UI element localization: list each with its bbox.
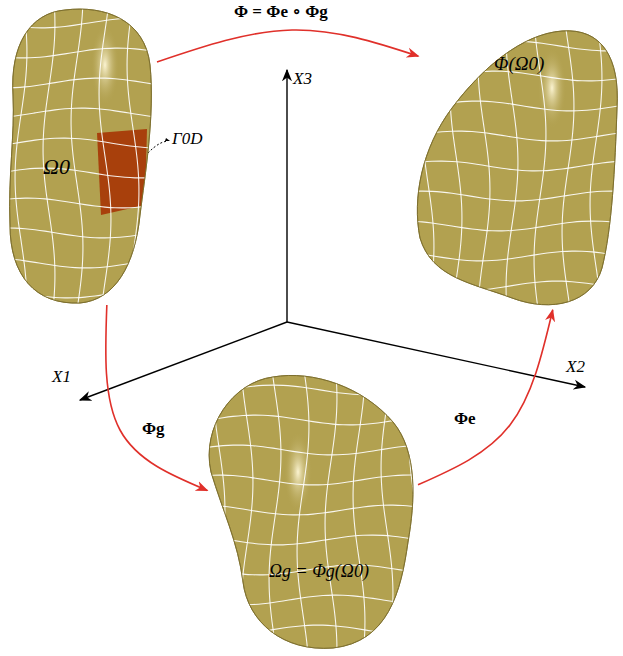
mesh-line xyxy=(203,625,413,635)
mesh-line xyxy=(99,5,111,305)
mapping-arrow xyxy=(418,310,553,485)
mesh-line xyxy=(422,28,434,308)
mesh-line xyxy=(297,372,309,652)
body-shape xyxy=(5,5,157,305)
mesh-line xyxy=(5,108,155,117)
mesh-line xyxy=(412,101,622,111)
mesh-line xyxy=(203,505,413,515)
highlight xyxy=(91,25,119,105)
deformed-body: Ω0 xyxy=(5,5,157,305)
axis-label: X3 xyxy=(293,70,312,89)
mapping-arrow xyxy=(157,30,418,62)
body-fill xyxy=(10,9,152,303)
mesh-line xyxy=(5,228,155,238)
body-outline xyxy=(209,375,413,648)
body-shape xyxy=(203,372,418,654)
mapping-arrow xyxy=(106,305,208,490)
mesh-line xyxy=(412,161,622,171)
domain-label: Φ(Ω0) xyxy=(494,54,544,75)
mesh-line xyxy=(127,5,139,305)
mesh-line xyxy=(5,78,155,88)
deformed-body: Ωg = Φg(Ω0) xyxy=(203,372,418,654)
mesh-line xyxy=(590,28,602,308)
mesh-line xyxy=(15,5,27,305)
domain-label: Ωg = Φg(Ω0) xyxy=(269,562,369,582)
mesh-line xyxy=(381,372,393,652)
axis-label: X2 xyxy=(566,358,585,377)
axis-label: X1 xyxy=(52,368,71,387)
map-label: Φ = Φe ∘ Φg xyxy=(232,3,330,22)
mesh-line xyxy=(5,258,155,267)
mesh-line xyxy=(412,251,622,261)
body-outline xyxy=(10,9,152,303)
map-label: Φe xyxy=(452,410,478,429)
x2-axis xyxy=(287,322,585,387)
body-fill xyxy=(209,375,413,648)
highlight xyxy=(284,432,312,512)
mesh-line xyxy=(71,5,83,305)
mesh-line xyxy=(5,18,155,28)
mesh-line xyxy=(325,372,337,652)
mesh-line xyxy=(478,28,490,308)
mesh-line xyxy=(5,48,155,58)
mesh-line xyxy=(409,372,421,652)
leader-head xyxy=(165,138,170,141)
body-outline xyxy=(417,31,617,305)
mesh-line xyxy=(450,28,462,308)
mesh-line xyxy=(241,372,253,652)
mesh-line xyxy=(203,595,413,605)
deformed-body: Φ(Ω0) xyxy=(412,28,622,310)
mesh-line xyxy=(5,168,155,178)
mesh-line xyxy=(562,28,574,308)
map-label: Φg xyxy=(140,420,167,439)
mesh-line xyxy=(269,372,281,652)
mesh-line xyxy=(353,372,365,652)
mesh-line xyxy=(203,415,413,425)
mesh-line xyxy=(412,281,622,291)
x3-axis xyxy=(286,70,287,322)
domain-label: Ω0 xyxy=(43,155,70,179)
mesh-line xyxy=(213,372,225,652)
mesh-line xyxy=(5,138,155,148)
boundary-label: Γ0D xyxy=(172,130,202,149)
mesh-line xyxy=(203,385,413,395)
